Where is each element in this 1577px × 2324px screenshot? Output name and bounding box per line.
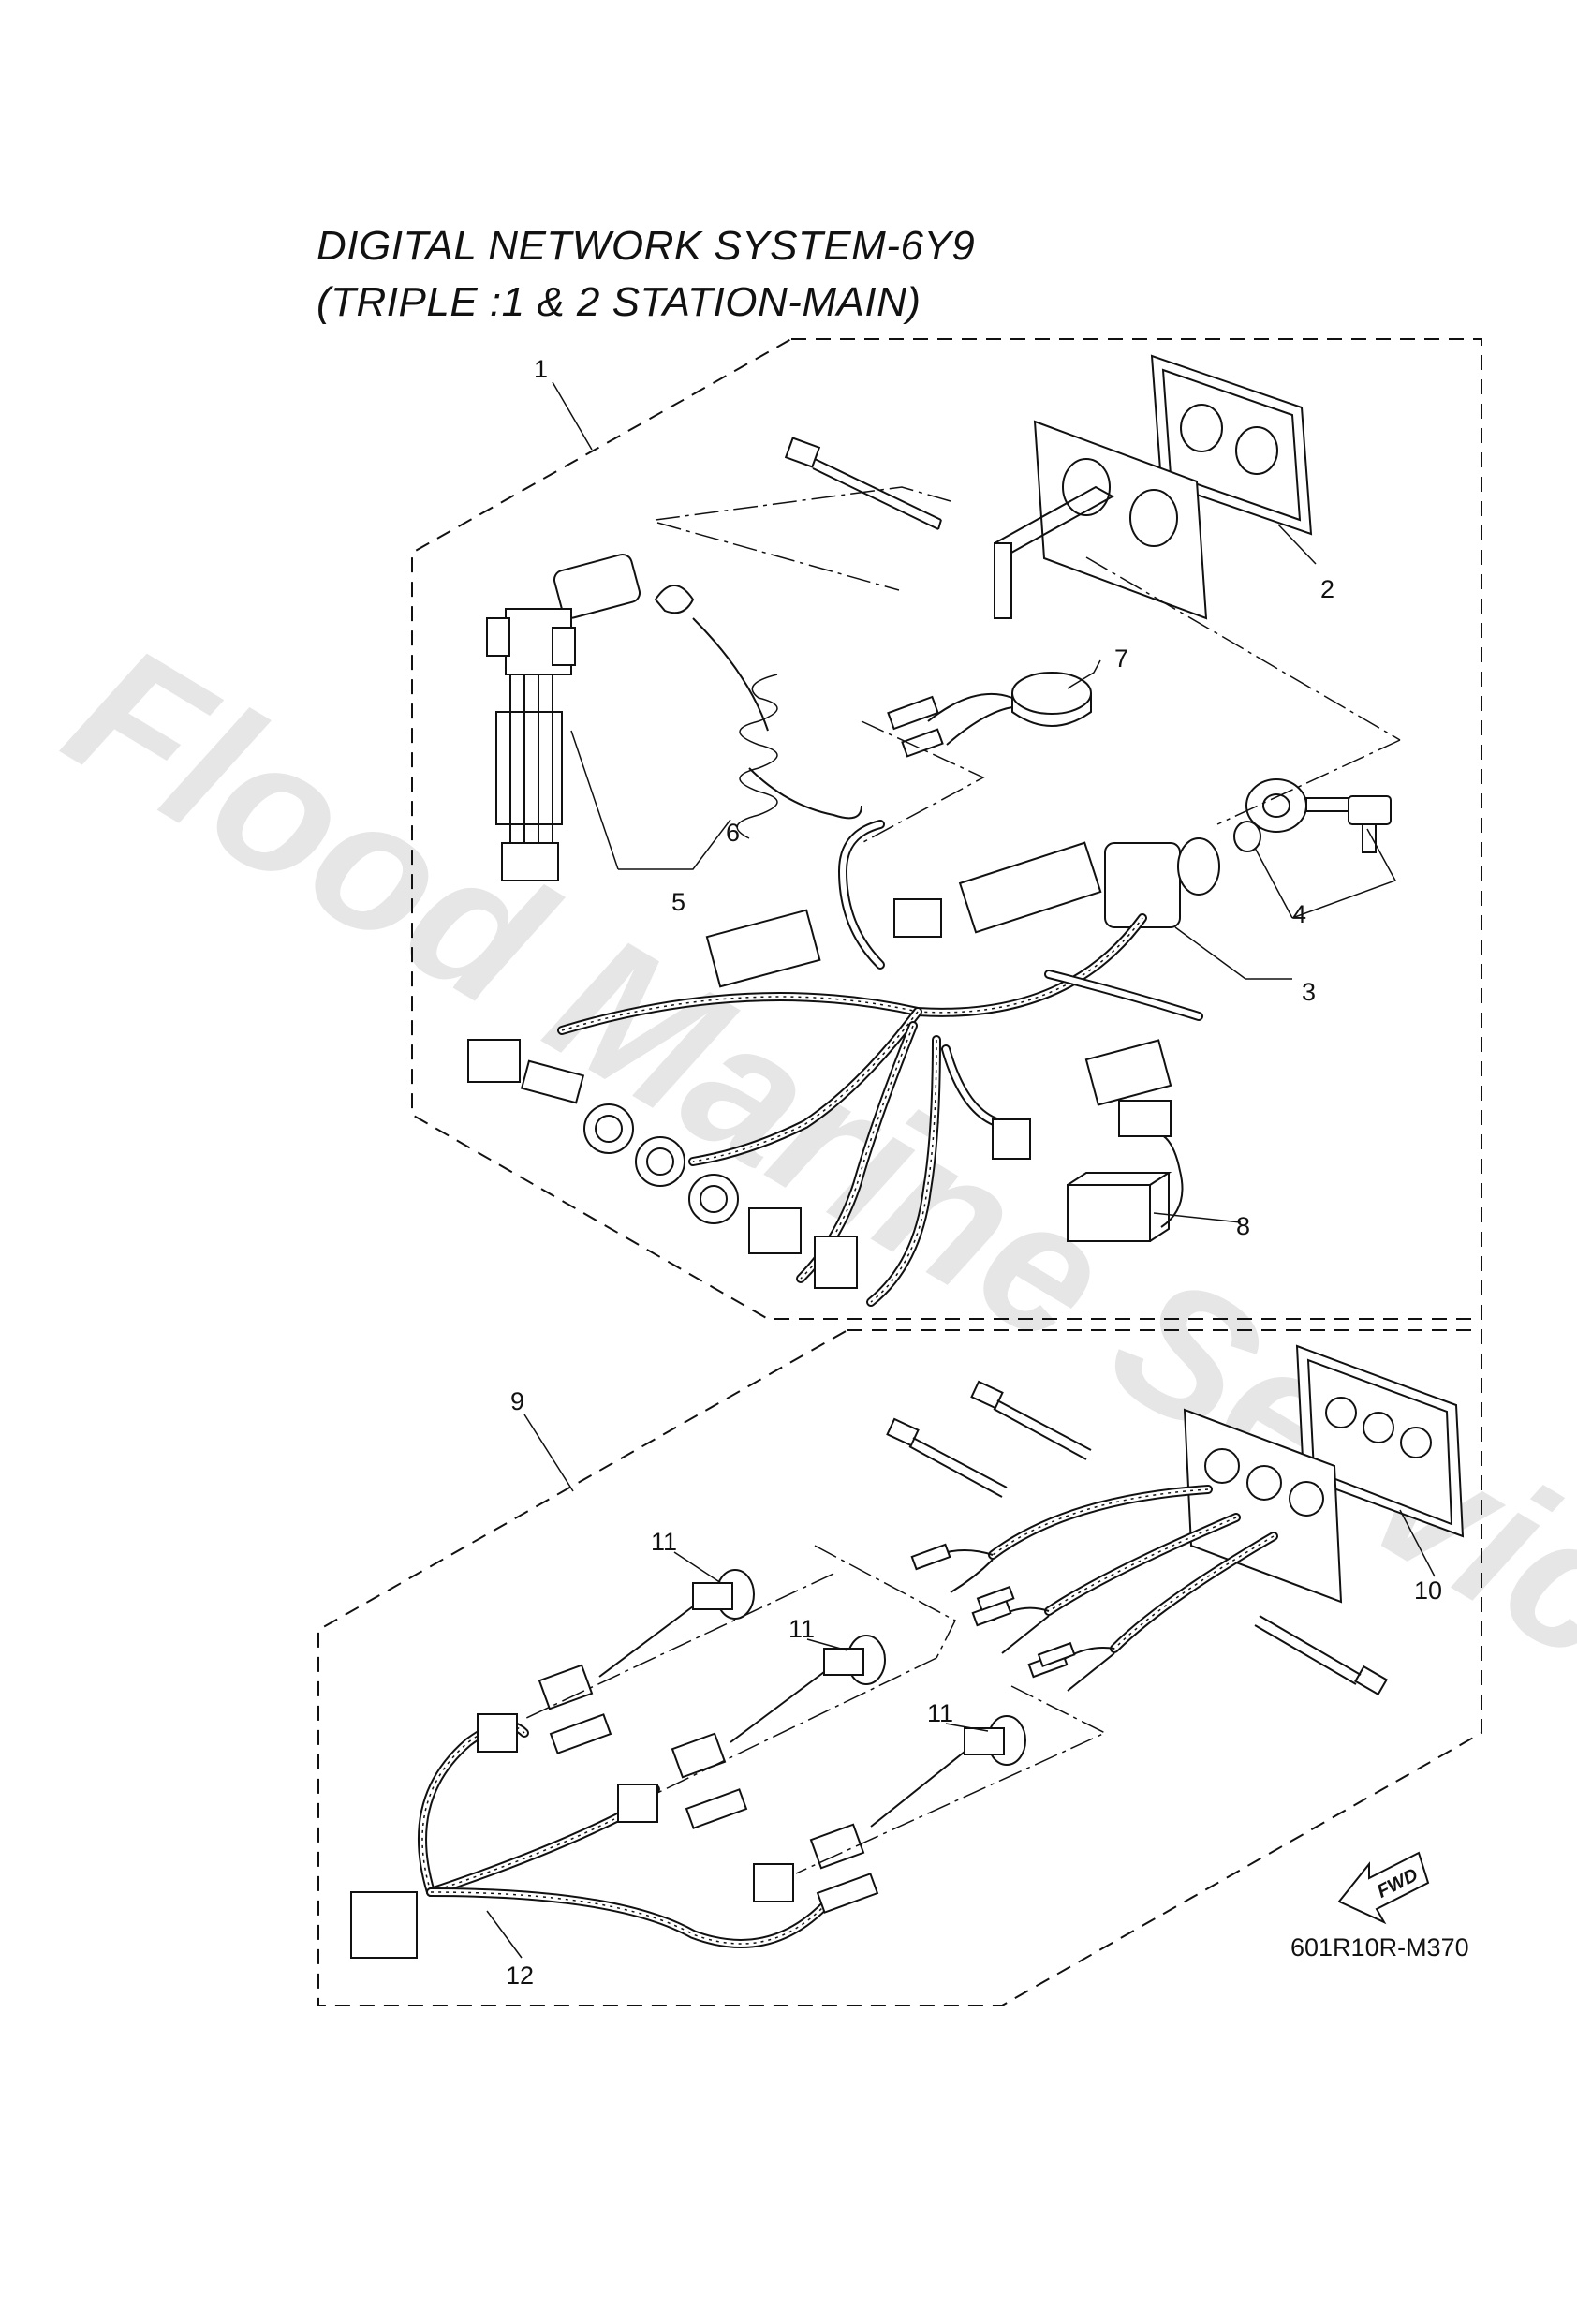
callout-2: 2 [1320,575,1334,603]
callout-8: 8 [1236,1212,1250,1240]
callout-6: 6 [726,819,740,847]
main-harness-upper [467,820,1203,1307]
part-11-connectors [538,1569,1026,1870]
callout-10: 10 [1414,1576,1442,1605]
fwd-arrow: FWD [1337,1851,1430,1925]
diagram-title-line-1: DIGITAL NETWORK SYSTEM-6Y9 [317,223,976,269]
part-8-module [1067,1172,1172,1242]
part-3-4-key-switch [1104,778,1392,928]
diagram-title-line-2: (TRIPLE :1 & 2 STATION-MAIN) [317,279,921,325]
callout-11-a: 11 [651,1528,677,1556]
cable-ties-lower [886,1380,1388,1696]
part-10-panel-plate [1183,1344,1465,1604]
group-1-outline [411,338,1482,1320]
callout-12: 12 [506,1961,534,1990]
group-1-leader-lines [655,486,1401,844]
part-5-6-switch-lanyard [486,554,862,881]
group-9-outline [317,1329,1482,2006]
callout-labels: 1 2 3 4 5 6 7 8 9 10 11 11 11 12 [506,355,1442,1990]
cable-tie-upper [784,437,942,530]
callout-11-c: 11 [927,1699,953,1727]
callout-11-b: 11 [788,1615,815,1643]
callout-7: 7 [1114,644,1128,673]
callout-4: 4 [1292,900,1306,928]
group-9-callout-leaders [486,1414,1436,1959]
panel-harness-lower [910,1485,1278,1692]
callout-5: 5 [671,888,685,916]
callout-9: 9 [510,1387,524,1415]
group-1-callout-leaders [552,381,1397,1223]
part-2-panel-plate [994,354,1313,620]
callout-3: 3 [1302,978,1316,1006]
callout-1: 1 [534,355,548,383]
drawing-code: 601R10R-M370 [1290,1933,1469,1961]
part-12-harness [350,1713,879,1959]
group-9-leader-lines [523,1545,1107,1874]
part-7-buzzer [887,672,1092,758]
